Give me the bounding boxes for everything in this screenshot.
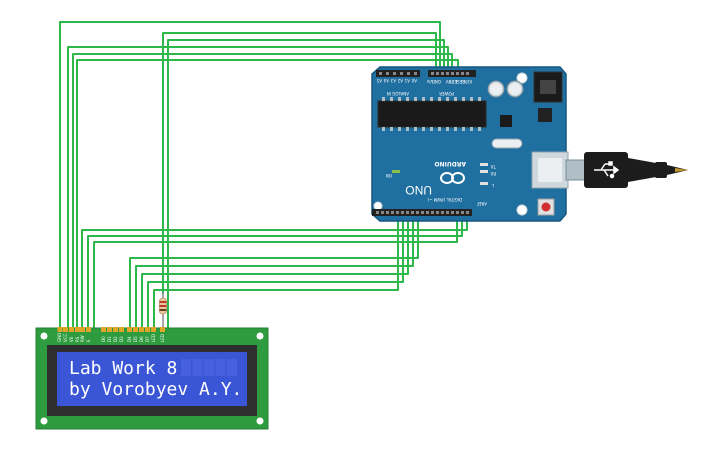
rx-label: RX — [490, 171, 496, 176]
gnd-label: GND — [432, 79, 441, 84]
crystal-oscillator — [491, 138, 523, 149]
power-jack — [533, 71, 563, 103]
digital-header — [372, 209, 472, 216]
lcd-pin-label: E — [86, 339, 91, 342]
lcd-line-1: Lab Work 8 — [69, 358, 177, 379]
wire-9 — [93, 214, 458, 330]
on-label: ON — [386, 173, 392, 178]
small-chip — [500, 115, 512, 127]
reset-label: RESET — [452, 79, 465, 84]
arduino-model-label: UNO — [405, 183, 432, 197]
reset-button[interactable] — [537, 198, 555, 216]
lcd-pin-label: D7 — [145, 336, 150, 342]
v5-label: 5V — [445, 79, 451, 84]
lcd-pin-label: D3 — [119, 336, 124, 342]
lcd-pin-label: D5 — [133, 336, 138, 342]
aref-label: AREF — [476, 201, 487, 206]
power-label: POWER — [439, 91, 454, 96]
analog-header — [376, 70, 420, 77]
analog-pin-label-a4: A4 — [383, 78, 389, 83]
tx-label: TX — [491, 164, 497, 169]
wire-10 — [129, 214, 419, 330]
usb-port — [531, 151, 569, 189]
status-leds — [392, 163, 488, 185]
arduino-logo — [440, 172, 465, 184]
analog-pin-label-a5: A5 — [376, 78, 382, 83]
microcontroller-chip — [377, 97, 487, 131]
l-label: L — [491, 183, 494, 188]
wire-3 — [72, 53, 453, 330]
vin-label: Vin — [426, 79, 433, 84]
usb-icon — [594, 161, 620, 179]
wire-12 — [141, 214, 409, 330]
lcd-pin-header — [57, 327, 165, 332]
wire-5 — [162, 32, 437, 294]
wire-4 — [76, 59, 459, 330]
wire-14 — [153, 214, 399, 330]
lcd-empty-cells — [181, 359, 237, 376]
lcd-pin-label: D0 — [101, 336, 106, 342]
wire-6 — [167, 39, 445, 330]
lcd-module: GND VCC V0 RS RW E D0 D1 D2 D3 D4 D5 D6 … — [35, 327, 269, 430]
lcd-line-2: by Vorobyev A.Y. — [69, 379, 242, 400]
lcd-pin-label: D6 — [139, 336, 144, 342]
analog-in-label: ANALOG IN — [387, 91, 409, 96]
lcd-pin-label: RS — [75, 336, 80, 342]
lcd-screen — [57, 352, 247, 406]
lcd-pin-label: LED — [160, 334, 165, 342]
lcd-pin-labels: GND VCC V0 RS RW E D0 D1 D2 D3 D4 D5 D6 … — [57, 333, 165, 342]
lcd-pin-label: RW — [80, 335, 85, 342]
analog-pin-label-a1: A1 — [404, 78, 410, 83]
lcd-pin-label: D4 — [127, 336, 132, 342]
wire-11 — [135, 214, 414, 330]
lcd-pin-label: VCC — [63, 333, 68, 342]
wire-13 — [147, 214, 404, 330]
usb-cable — [565, 152, 688, 188]
power-header — [428, 70, 476, 77]
wires — [59, 21, 468, 330]
analog-pin-label-a0: A0 — [411, 78, 417, 83]
lcd-pin-label: GND — [57, 333, 62, 342]
digital-pwm-label: DIGITAL (PWM ~) — [427, 197, 462, 202]
ioref-label: IOREF — [459, 79, 472, 84]
lcd-pin-label: D1 — [107, 336, 112, 342]
arduino-uno-board: A5 A4 A3 A2 A1 A0 ANALOG IN POWER Vin GN… — [371, 66, 569, 222]
wire-8 — [87, 214, 463, 330]
capacitors — [487, 80, 524, 98]
lcd-pin-label: D2 — [113, 336, 118, 342]
resistor — [159, 292, 167, 330]
lcd-pin-label: V0 — [69, 336, 74, 342]
voltage-regulator — [538, 108, 552, 122]
arduino-brand-label: ARDUINO — [435, 160, 466, 167]
lcd-pin-label: LED — [151, 334, 156, 342]
wire-7 — [81, 214, 468, 330]
analog-pin-label-a3: A3 — [390, 78, 396, 83]
v33-label: 3.3V — [449, 79, 458, 84]
analog-pin-label-a2: A2 — [397, 78, 403, 83]
